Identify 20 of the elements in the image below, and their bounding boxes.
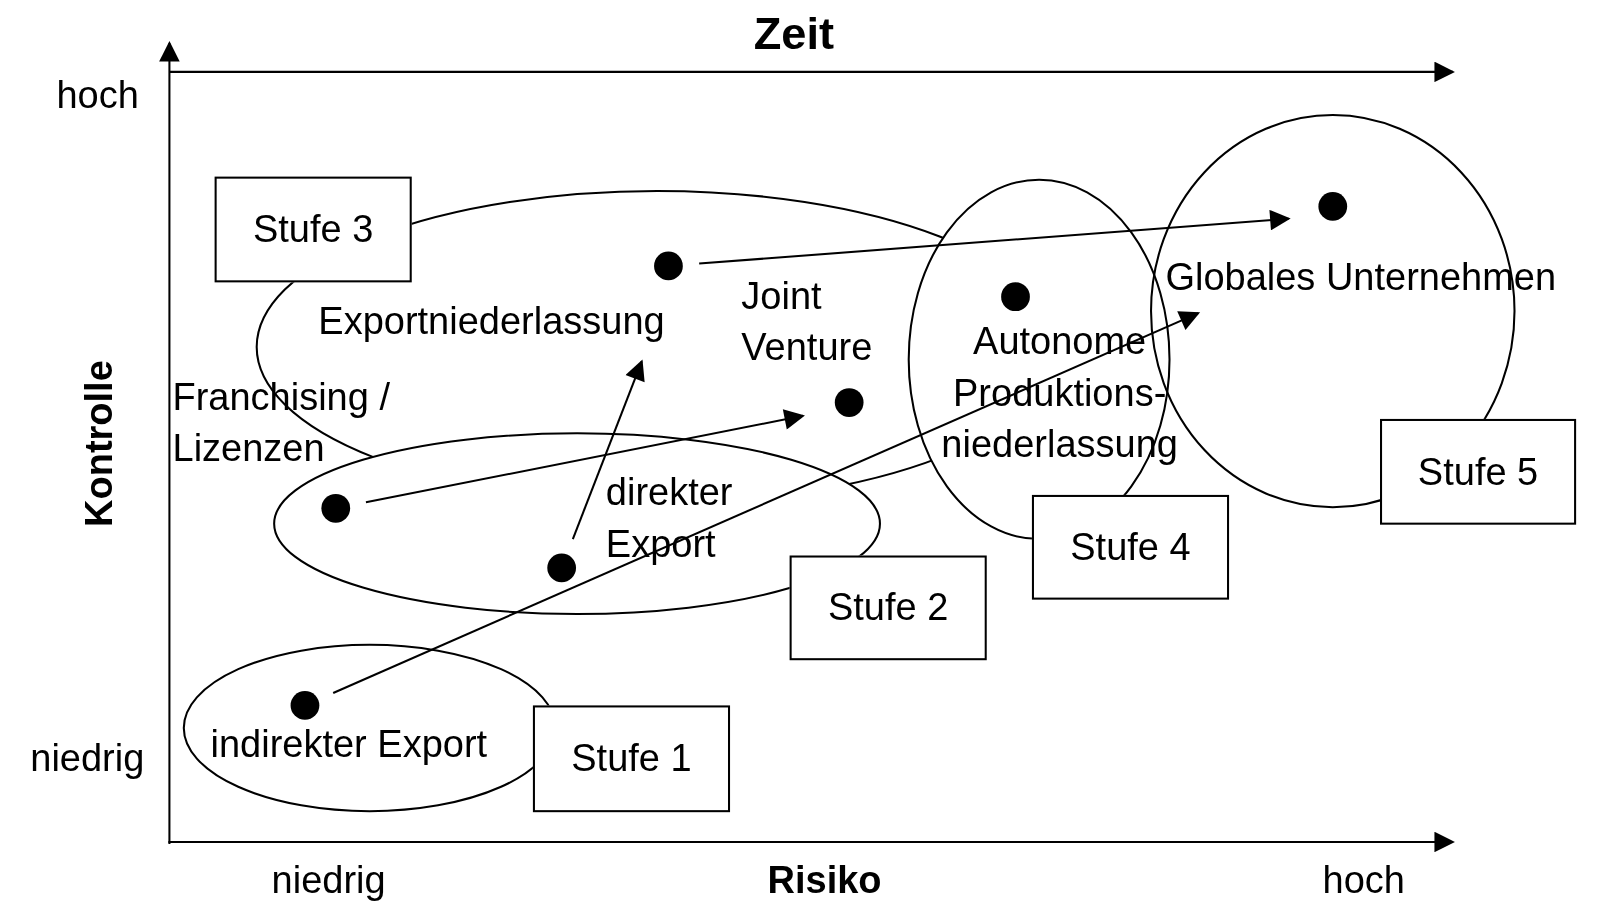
stage-box: Stufe 1 — [532, 705, 731, 813]
axis-title: Zeit — [753, 8, 834, 60]
stage-box: Stufe 2 — [789, 555, 987, 661]
axis-title: Kontrolle — [77, 360, 122, 527]
arrow — [571, 359, 645, 540]
point-label: Exportniederlassung — [318, 298, 665, 344]
arrow — [332, 311, 1201, 694]
axis-label: niedrig — [30, 736, 145, 782]
arrow — [365, 409, 805, 504]
stage-box: Stufe 3 — [214, 176, 412, 283]
arrow — [699, 209, 1291, 265]
point-dot — [1318, 192, 1348, 221]
point-label: indirekter Export — [210, 721, 488, 767]
stage-box: Stufe 4 — [1031, 494, 1230, 600]
axis-title: Risiko — [767, 858, 882, 904]
stage-box: Stufe 5 — [1380, 418, 1577, 525]
point-label: Joint Venture — [741, 274, 874, 371]
axis-label: hoch — [1322, 858, 1405, 904]
axis-label: hoch — [56, 72, 139, 119]
axis-label: niedrig — [271, 858, 386, 904]
